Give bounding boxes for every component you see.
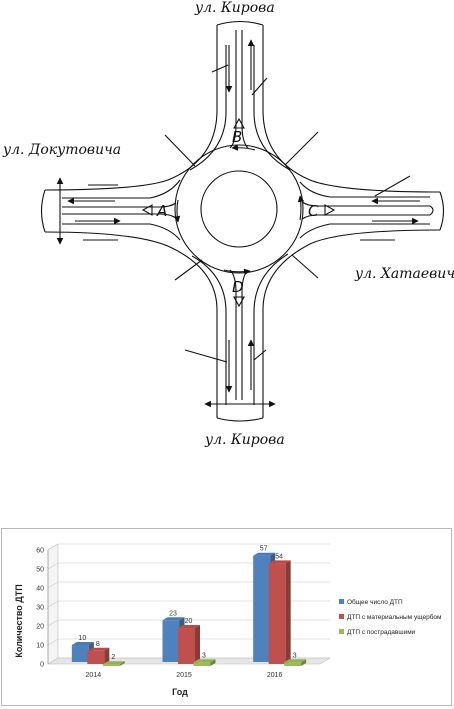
chart-ticks: 0 10 20 30 40 50 60 2014 2015 2016 — [36, 548, 282, 680]
triangle-marker-a — [141, 204, 153, 216]
bar-side — [210, 659, 216, 666]
roundabout-diagram: ул. Кирова ул. Докутовича ул. Хатаевича … — [2, 0, 454, 448]
x-tick-label: 2014 — [86, 672, 102, 679]
y-tick-label: 40 — [36, 586, 44, 593]
x-axis-label: Год — [172, 687, 188, 697]
bar-front — [102, 664, 120, 666]
bar-data-label: 3 — [202, 652, 206, 659]
legend-swatch — [339, 629, 344, 634]
bar-front — [87, 650, 105, 664]
y-tick-label: 50 — [36, 567, 44, 574]
gridline — [47, 581, 330, 589]
point-label-d: D — [232, 278, 244, 296]
bar-front — [193, 662, 211, 666]
bar-data-label: 54 — [275, 553, 283, 560]
y-axis-label: Количество ДТП — [14, 584, 24, 657]
accident-bar-chart: 10 8 2 23 20 3 57 54 3 0 10 20 30 40 50 60 2014 2015 2016… — [14, 543, 442, 697]
y-tick-label: 20 — [36, 624, 44, 631]
bar-front — [71, 645, 89, 662]
chart-frame: 10 8 2 23 20 3 57 54 3 0 10 20 30 40 50 60 2014 2015 2016… — [1, 528, 452, 706]
road-edge-se — [262, 229, 441, 418]
gridline — [47, 619, 330, 627]
bar-top — [284, 659, 307, 663]
gridline — [47, 543, 330, 551]
bar-front — [253, 555, 271, 662]
legend-swatch — [339, 599, 344, 604]
bar-data-label: 57 — [260, 546, 268, 553]
y-tick-label: 60 — [36, 548, 44, 555]
street-label-top: ул. Кирова — [194, 0, 275, 16]
chart-legend: Общее число ДТП ДТП с материальным ущербо… — [339, 598, 442, 636]
gridline — [47, 638, 330, 646]
legend-entry: ДТП с материальным ущербом — [347, 613, 442, 621]
bar-side — [119, 661, 125, 666]
gridline — [47, 600, 330, 608]
road-edge-sw — [44, 231, 218, 418]
bar-data-label: 3 — [293, 652, 297, 659]
legend-swatch — [339, 614, 344, 619]
road-edge-ne — [262, 25, 441, 193]
x-tick-label: 2016 — [267, 672, 283, 679]
street-label-bottom: ул. Кирова — [204, 432, 285, 448]
lane-west — [62, 202, 177, 208]
bar-top — [193, 659, 216, 663]
bar-top — [71, 642, 94, 645]
bar-top — [178, 625, 200, 628]
lane-east — [301, 201, 430, 207]
bar-side — [104, 647, 110, 664]
bar-data-label: 2 — [111, 654, 115, 661]
bar-side — [195, 625, 200, 664]
chart-gridlines — [47, 543, 330, 665]
bar-top — [162, 617, 185, 621]
bar-top — [253, 552, 276, 556]
y-tick-label: 0 — [40, 662, 44, 669]
bar-side — [301, 659, 307, 666]
bar-data-label: 23 — [169, 610, 177, 617]
gridline — [47, 657, 330, 665]
y-tick-label: 10 — [36, 643, 44, 650]
x-tick-label: 2015 — [176, 672, 192, 679]
bar-data-label: 10 — [78, 635, 86, 642]
y-tick-label: 30 — [36, 605, 44, 612]
triangle-marker-b — [233, 117, 245, 129]
legend-entry: Общее число ДТП — [347, 598, 403, 606]
road-edge-nw — [44, 25, 218, 191]
legend-entry: ДТП с пострадавшими — [347, 629, 416, 636]
ring-lane — [174, 144, 304, 274]
point-label-a: A — [156, 202, 167, 220]
bar-top — [268, 560, 291, 564]
bar-side — [285, 560, 291, 664]
point-label-c: C — [308, 202, 319, 220]
bar-data-label: 8 — [96, 641, 100, 648]
triangle-marker-c — [324, 204, 336, 216]
bar-top — [87, 647, 110, 651]
street-label-left: ул. Докутовича — [2, 142, 121, 158]
bar-data-label: 20 — [185, 618, 193, 625]
bar-front — [284, 662, 302, 666]
street-label-right: ул. Хатаевича — [354, 266, 454, 282]
triangle-marker-d — [233, 296, 245, 308]
point-label-b: B — [232, 128, 242, 146]
central-island — [200, 170, 278, 248]
gridline — [47, 562, 330, 570]
bar-front — [162, 620, 180, 662]
bar-top — [102, 661, 125, 665]
chart-bars: 10 8 2 23 20 3 57 54 3 — [71, 546, 307, 666]
bar-front — [268, 563, 286, 664]
bar-front — [178, 628, 195, 664]
